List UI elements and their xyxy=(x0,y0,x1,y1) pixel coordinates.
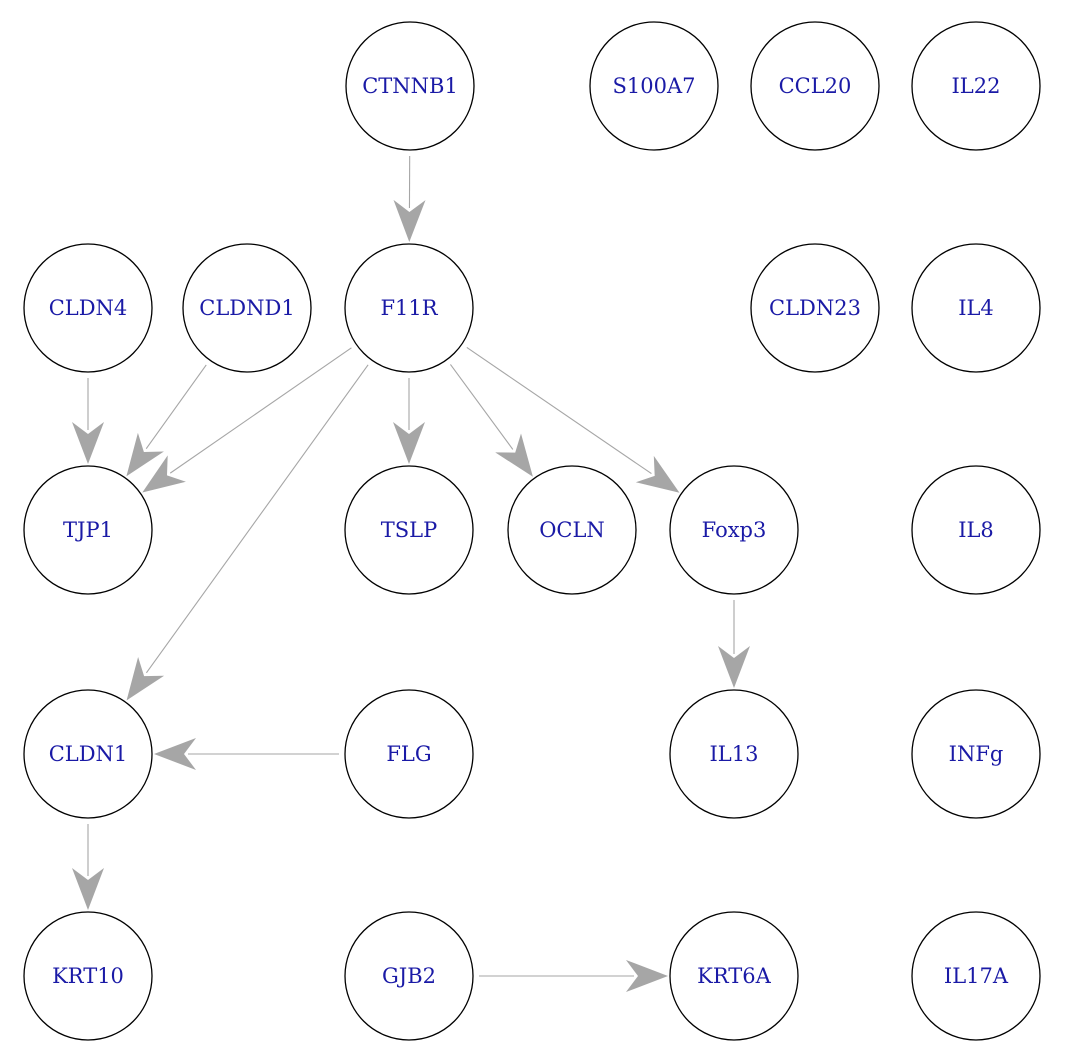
node-circle[interactable] xyxy=(911,243,1041,373)
arrowhead xyxy=(72,868,104,910)
node-label: IL8 xyxy=(958,518,994,542)
edge-f11r-to-foxp3 xyxy=(466,347,680,493)
edge-ctnnb1-to-f11r xyxy=(393,155,426,242)
node-cldn23[interactable]: CLDN23 xyxy=(750,243,880,373)
node-circle[interactable] xyxy=(23,689,153,819)
arrowhead xyxy=(126,432,164,477)
node-circle[interactable] xyxy=(23,911,153,1041)
node-label: Foxp3 xyxy=(702,518,767,542)
node-label: S100A7 xyxy=(613,74,696,98)
edge-line xyxy=(169,347,352,474)
node-label: CLDN1 xyxy=(49,742,128,766)
edge-cldn1-to-krt10 xyxy=(72,824,104,910)
node-circle[interactable] xyxy=(669,911,799,1041)
node-krt6a[interactable]: KRT6A xyxy=(669,911,799,1041)
node-label: IL17A xyxy=(944,964,1009,988)
node-circle[interactable] xyxy=(911,689,1041,819)
arrowhead xyxy=(154,738,196,770)
arrowhead xyxy=(142,455,186,493)
arrowhead xyxy=(635,455,680,493)
node-circle[interactable] xyxy=(750,21,880,151)
edge-flg-to-cldn1 xyxy=(154,738,339,770)
node-label: FLG xyxy=(386,742,431,766)
node-label: IL4 xyxy=(958,296,994,320)
edge-line xyxy=(466,347,652,475)
edge-f11r-to-ocln xyxy=(449,364,533,477)
edge-foxp3-to-il13 xyxy=(718,600,750,688)
edge-f11r-to-tslp xyxy=(393,378,425,464)
node-circle[interactable] xyxy=(344,689,474,819)
edge-line xyxy=(145,364,207,450)
node-f11r[interactable]: F11R xyxy=(344,243,474,373)
node-label: F11R xyxy=(380,296,438,320)
node-circle[interactable] xyxy=(589,21,719,151)
node-ocln[interactable]: OCLN xyxy=(507,465,637,595)
node-circle[interactable] xyxy=(344,243,474,373)
node-label: CLDN23 xyxy=(769,296,861,320)
arrowhead xyxy=(126,657,165,701)
edge-f11r-to-tjp1 xyxy=(142,347,352,493)
node-gjb2[interactable]: GJB2 xyxy=(344,911,474,1041)
edges-layer xyxy=(72,155,750,992)
edge-gjb2-to-krt6a xyxy=(479,960,668,992)
node-il8[interactable]: IL8 xyxy=(911,465,1041,595)
node-label: KRT6A xyxy=(697,964,771,988)
node-circle[interactable] xyxy=(750,243,880,373)
edge-f11r-to-cldn1 xyxy=(126,364,369,701)
edge-cldn4-to-tjp1 xyxy=(72,378,104,464)
node-label: TSLP xyxy=(381,518,437,542)
node-tslp[interactable]: TSLP xyxy=(344,465,474,595)
arrowhead xyxy=(626,960,668,992)
node-circle[interactable] xyxy=(23,465,153,595)
node-il22[interactable]: IL22 xyxy=(911,21,1041,151)
node-circle[interactable] xyxy=(911,465,1041,595)
node-circle[interactable] xyxy=(23,243,153,373)
node-circle[interactable] xyxy=(344,911,474,1041)
arrowhead xyxy=(72,422,104,464)
edge-cldnd1-to-tjp1 xyxy=(126,364,207,477)
node-circle[interactable] xyxy=(507,465,637,595)
node-circle[interactable] xyxy=(669,689,799,819)
node-circle[interactable] xyxy=(911,21,1041,151)
node-flg[interactable]: FLG xyxy=(344,689,474,819)
node-circle[interactable] xyxy=(182,243,312,373)
node-cldnd1[interactable]: CLDND1 xyxy=(182,243,312,373)
node-il17a[interactable]: IL17A xyxy=(911,911,1041,1041)
node-foxp3[interactable]: Foxp3 xyxy=(669,465,799,595)
node-label: TJP1 xyxy=(63,518,113,542)
node-ctnnb1[interactable]: CTNNB1 xyxy=(345,21,475,151)
node-circle[interactable] xyxy=(344,465,474,595)
node-s100a7[interactable]: S100A7 xyxy=(589,21,719,151)
node-label: CTNNB1 xyxy=(362,74,458,98)
node-circle[interactable] xyxy=(345,21,475,151)
node-label: CCL20 xyxy=(779,74,852,98)
node-circle[interactable] xyxy=(669,465,799,595)
edge-line xyxy=(145,364,369,674)
arrowhead xyxy=(495,433,533,477)
node-label: IL22 xyxy=(952,74,1001,98)
node-label: IL13 xyxy=(710,742,759,766)
node-circle[interactable] xyxy=(911,911,1041,1041)
node-label: CLDN4 xyxy=(49,296,128,320)
node-cldn4[interactable]: CLDN4 xyxy=(23,243,153,373)
arrowhead xyxy=(393,422,425,464)
node-cldn1[interactable]: CLDN1 xyxy=(23,689,153,819)
node-label: KRT10 xyxy=(52,964,124,988)
node-label: CLDND1 xyxy=(199,296,294,320)
node-infg[interactable]: INFg xyxy=(911,689,1041,819)
node-label: INFg xyxy=(949,742,1004,766)
arrowhead xyxy=(393,199,426,242)
node-label: OCLN xyxy=(539,518,605,542)
node-tjp1[interactable]: TJP1 xyxy=(23,465,153,595)
node-krt10[interactable]: KRT10 xyxy=(23,911,153,1041)
node-label: GJB2 xyxy=(382,964,436,988)
arrowhead xyxy=(718,646,750,688)
edge-line xyxy=(449,364,514,450)
node-ccl20[interactable]: CCL20 xyxy=(750,21,880,151)
node-il4[interactable]: IL4 xyxy=(911,243,1041,373)
node-il13[interactable]: IL13 xyxy=(669,689,799,819)
